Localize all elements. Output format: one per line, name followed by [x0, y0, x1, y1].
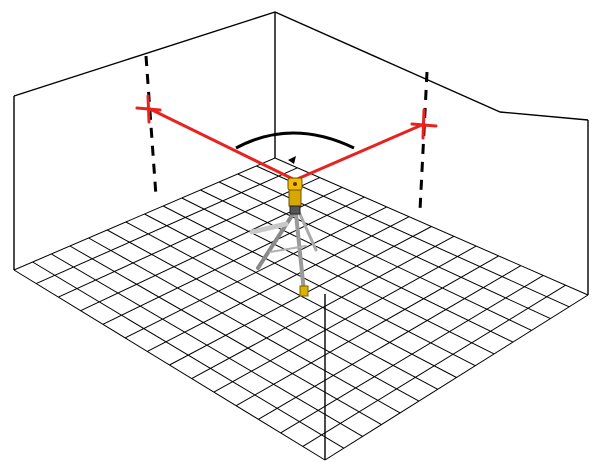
floor-grid-line	[58, 177, 320, 298]
plumb-line-left	[144, 55, 158, 197]
tripod-leg-2	[294, 212, 306, 294]
floor-grid-line	[124, 206, 388, 339]
laser-level-unit	[287, 177, 303, 215]
right-angle-arc	[235, 131, 355, 150]
arc-pointer-icon	[288, 156, 296, 164]
plumb-line-right	[418, 71, 429, 211]
floor-grid-line	[235, 255, 499, 407]
laser-unit-body	[288, 189, 302, 207]
floor-grid-line	[102, 196, 365, 325]
floor-grid-line	[302, 284, 566, 447]
laser-cross-right-h	[410, 122, 438, 128]
floor-grid-line	[35, 167, 298, 285]
tripod-leg-shadow	[249, 221, 289, 235]
laser-unit-aperture	[293, 182, 297, 186]
tripod-brace	[269, 245, 307, 253]
laser-unit-base	[289, 205, 301, 215]
tripod	[249, 210, 318, 297]
floor-grid-line	[147, 216, 410, 352]
laser-line-right	[293, 122, 426, 182]
laser-line-left	[146, 106, 297, 182]
tripod-leg-3	[297, 210, 318, 252]
floor-grid-line	[324, 294, 589, 461]
floor-grid-line	[213, 245, 477, 393]
laser-lines	[135, 94, 438, 182]
floor-grid-line	[191, 235, 455, 380]
floor-grid-line	[280, 274, 544, 434]
floor-grid-line	[13, 157, 276, 271]
room-box	[13, 11, 589, 460]
room-back-top-edge	[13, 11, 589, 121]
tripod-leg-1	[256, 212, 295, 270]
plumb-lines	[144, 55, 429, 211]
laser-cross-left-h	[135, 106, 162, 112]
floor-grid-line	[258, 265, 522, 420]
tripod-foot	[299, 285, 309, 297]
